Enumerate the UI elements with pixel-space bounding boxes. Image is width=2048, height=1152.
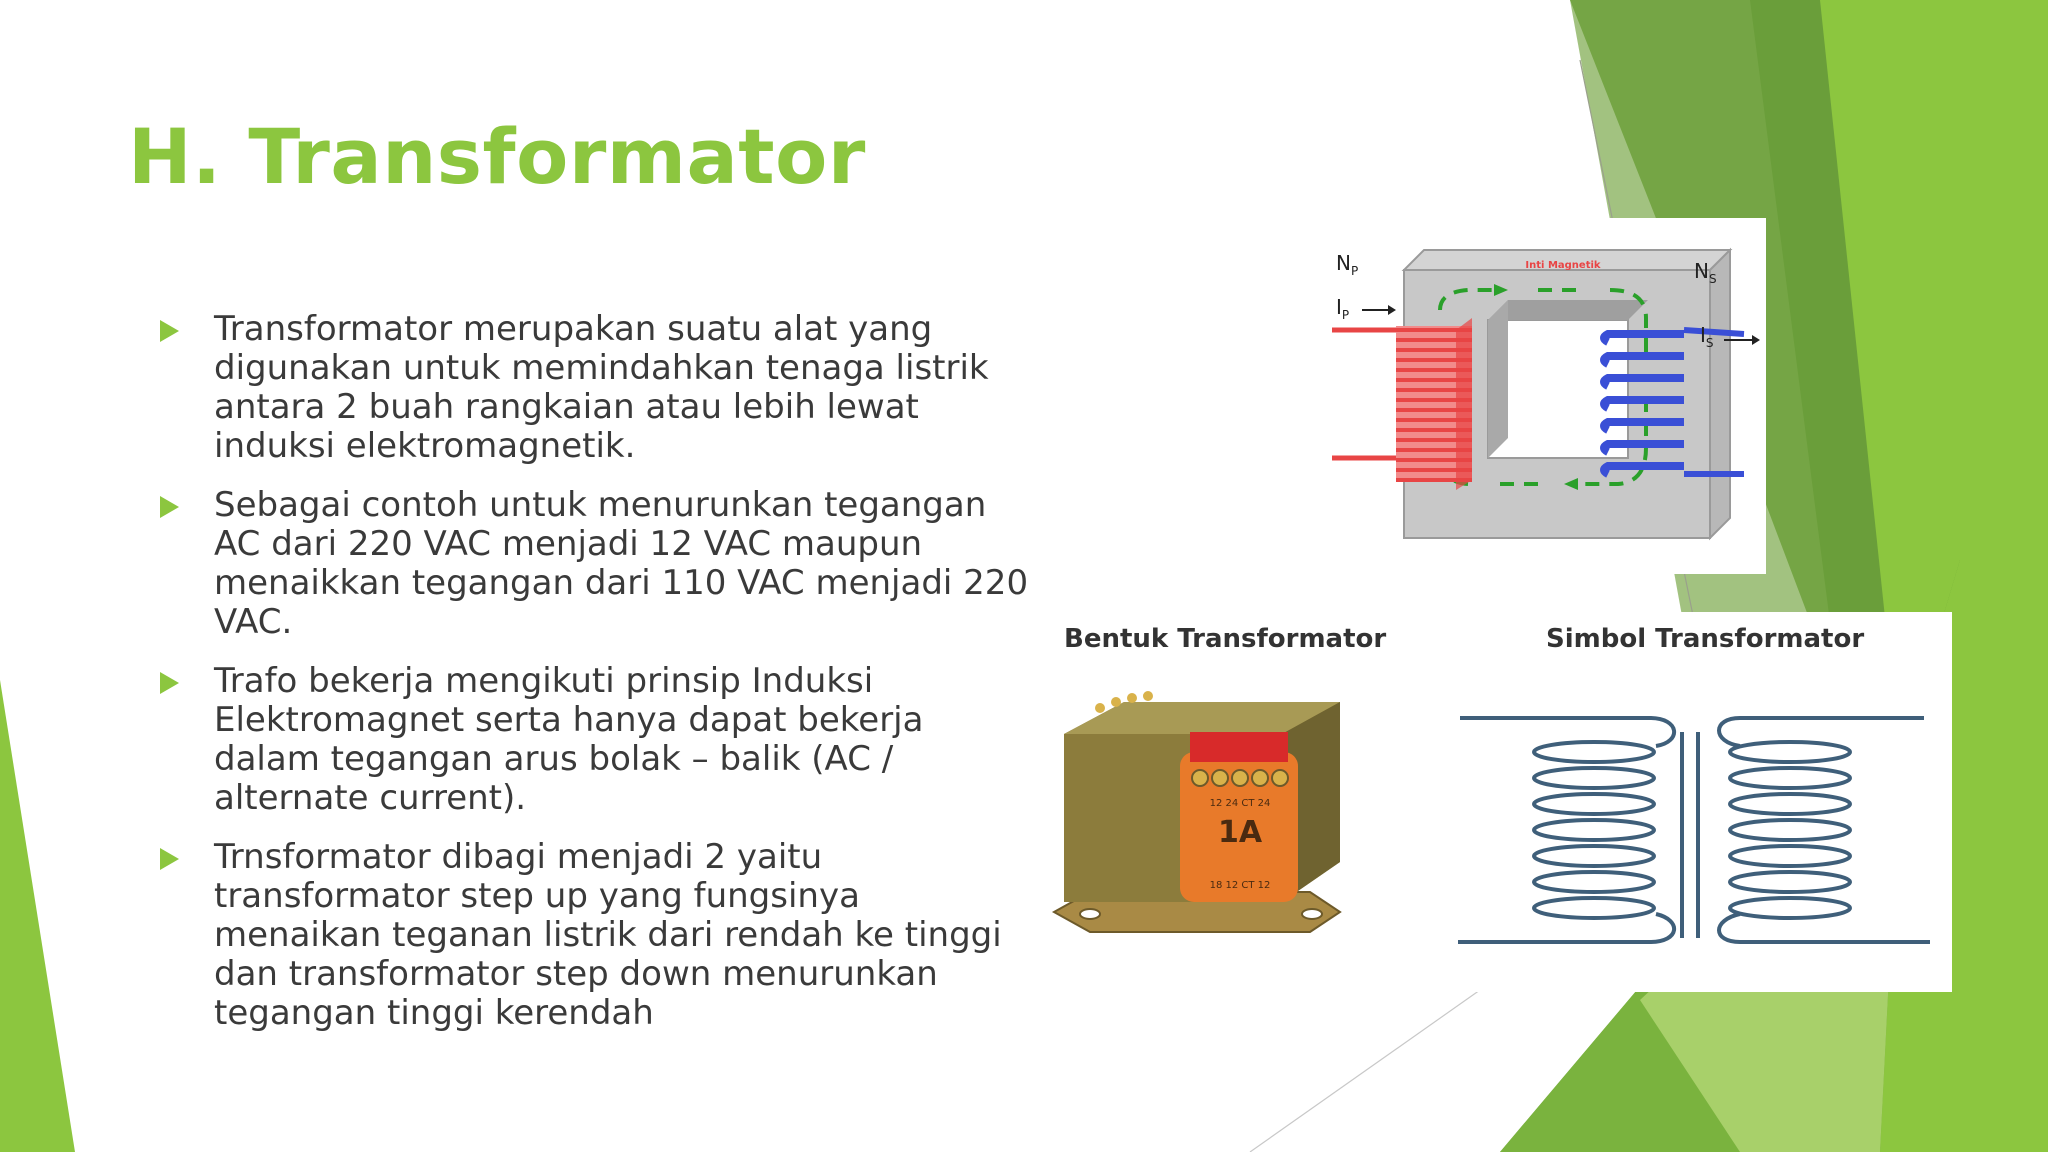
primary-coil — [1332, 318, 1472, 490]
np-label: NP — [1336, 251, 1358, 278]
flux-path — [1438, 288, 1648, 486]
bullet-list: Transformator merupakan suatu alat yang … — [158, 310, 1038, 1053]
bullet-item: Trnsformator dibagi menjadi 2 yaitu tran… — [158, 838, 1038, 1033]
symbol-lines — [1458, 716, 1930, 944]
transformer-symbol — [1458, 716, 1930, 944]
bullet-text: Trafo bekerja mengikuti prinsip Induksi … — [214, 661, 924, 818]
top-terminal-icon — [1095, 703, 1105, 713]
terminal-icon — [1251, 769, 1269, 787]
simbol-caption: Simbol Transformator — [1546, 624, 1865, 654]
terminal-icon — [1231, 769, 1249, 787]
secondary-coil — [1600, 327, 1745, 478]
winding-label-area — [1180, 752, 1298, 902]
transformer-forms-panel: Bentuk Transformator Simbol Transformato… — [1050, 612, 1952, 992]
core-window-inner-top — [1488, 300, 1648, 320]
flux-arrow-icon — [1494, 284, 1508, 296]
terminal-icon — [1211, 769, 1229, 787]
bullet-text: Trnsformator dibagi menjadi 2 yaitu tran… — [214, 837, 1002, 1033]
red-tape — [1190, 732, 1288, 762]
slide-title: H. Transformator — [128, 112, 866, 201]
bullet-text: Sebagai contoh untuk menurunkan tegangan… — [214, 485, 1029, 642]
label-top-text: 12 24 CT 24 — [1210, 798, 1271, 809]
core-top — [1064, 702, 1340, 734]
bullet-text: Transformator merupakan suatu alat yang … — [214, 309, 989, 466]
bentuk-caption: Bentuk Transformator — [1064, 624, 1387, 654]
triangle-bullet-icon — [160, 320, 179, 342]
label-current-text: 1A — [1218, 815, 1263, 850]
label-bottom-text: 18 12 CT 12 — [1210, 880, 1271, 891]
right-light-green-shape — [1820, 0, 2000, 760]
triangle-bullet-icon — [160, 496, 179, 518]
transformer-core-svg: Inti Magnetik — [1332, 247, 1760, 541]
ip-arrow-head-icon — [1388, 305, 1396, 315]
triangle-bullet-icon — [160, 672, 179, 694]
is-label: IS — [1700, 323, 1714, 350]
terminal-icon — [1271, 769, 1289, 787]
transformer-core-diagram: Inti Magnetik — [1328, 218, 1766, 574]
core-window-inner-left — [1488, 300, 1508, 458]
terminal-icon — [1191, 769, 1209, 787]
bullet-item: Sebagai contoh untuk menurunkan tegangan… — [158, 486, 1038, 642]
decor-line-2 — [1249, 989, 1481, 1152]
core-side-face — [1709, 247, 1731, 541]
bullet-item: Transformator merupakan suatu alat yang … — [158, 310, 1038, 466]
ip-label: IP — [1336, 295, 1349, 322]
core-label: Inti Magnetik — [1525, 260, 1600, 271]
transformer-photo: 12 24 CT 24 1A 18 12 CT 12 — [1051, 691, 1342, 933]
bullet-item: Trafo bekerja mengikuti prinsip Induksi … — [158, 662, 1038, 818]
top-terminal-icon — [1143, 691, 1153, 701]
flux-arrow-icon — [1564, 478, 1578, 490]
ns-label: NS — [1694, 259, 1717, 286]
top-terminal-icon — [1127, 693, 1137, 703]
top-terminal-icon — [1111, 697, 1121, 707]
mount-hole-icon — [1301, 908, 1323, 920]
triangle-bullet-icon — [160, 848, 179, 870]
mount-hole-icon — [1079, 908, 1101, 920]
is-arrow-head-icon — [1752, 335, 1760, 345]
left-green-shape — [0, 680, 75, 1152]
